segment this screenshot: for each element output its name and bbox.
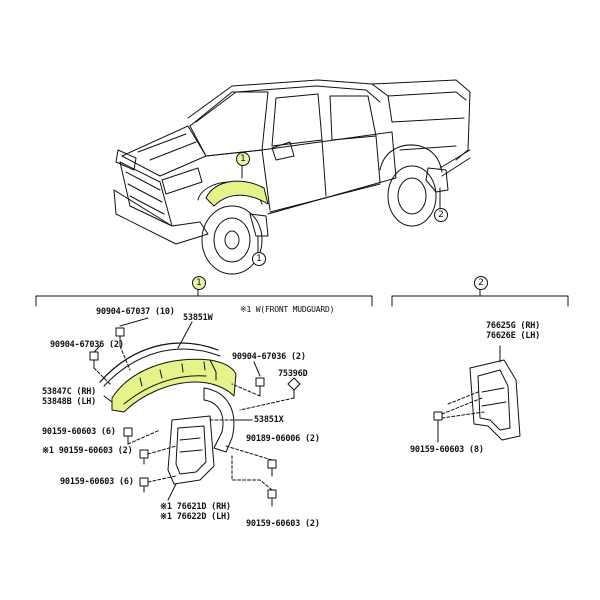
truck-rear-callout[interactable]: 2	[434, 208, 448, 222]
part-label-53851X[interactable]: 53851X	[254, 415, 284, 425]
truck-front-callout[interactable]: 1	[236, 152, 250, 166]
note-front-mudguard: ※1 W(FRONT MUDGUARD)	[240, 305, 335, 314]
group2-callout[interactable]: 2	[474, 276, 488, 290]
part-label-53847C[interactable]: 53847C (RH)	[42, 387, 97, 397]
fender-flare-part	[111, 358, 237, 413]
group1-bracket	[35, 295, 373, 307]
part-label-76626E[interactable]: 76626E (LH)	[486, 331, 541, 341]
group1-assembly	[89, 317, 301, 507]
rear-mudguard-part	[469, 359, 521, 441]
truck-fender-flare-highlight	[205, 180, 269, 207]
front-mudguard-part	[167, 415, 215, 485]
part-label-90904-67036-b[interactable]: 90904-67036 (2)	[232, 352, 306, 362]
group1-callout[interactable]: 1	[192, 276, 206, 290]
part-label-90159-60603-d[interactable]: 90159-60603 (2)	[246, 519, 320, 529]
group2-bracket	[391, 295, 569, 307]
part-label-76625G[interactable]: 76625G (RH)	[486, 321, 541, 331]
part-label-90159-60603-a[interactable]: 90159-60603 (6)	[42, 427, 116, 437]
part-label-53851W[interactable]: 53851W	[183, 313, 213, 323]
part-label-90159-60603-e[interactable]: 90159-60603 (8)	[410, 445, 484, 455]
part-label-90159-60603-c[interactable]: 90159-60603 (6)	[60, 477, 134, 487]
part-label-76622D[interactable]: ※1 76622D (LH)	[160, 512, 231, 522]
truck-mudguard-callout[interactable]: 1	[252, 252, 266, 266]
group2-assembly	[433, 345, 521, 443]
part-label-90189-06006[interactable]: 90189-06006 (2)	[246, 434, 320, 444]
part-label-75396D[interactable]: 75396D	[278, 369, 308, 379]
part-label-53848B[interactable]: 53848B (LH)	[42, 397, 97, 407]
part-label-90904-67037[interactable]: 90904-67037 (10)	[96, 307, 175, 317]
part-label-90159-60603-b[interactable]: ※1 90159-60603 (2)	[42, 446, 133, 456]
truck-illustration	[113, 79, 471, 275]
part-label-76621D[interactable]: ※1 76621D (RH)	[160, 502, 231, 512]
part-label-90904-67036-a[interactable]: 90904-67036 (2)	[50, 340, 124, 350]
